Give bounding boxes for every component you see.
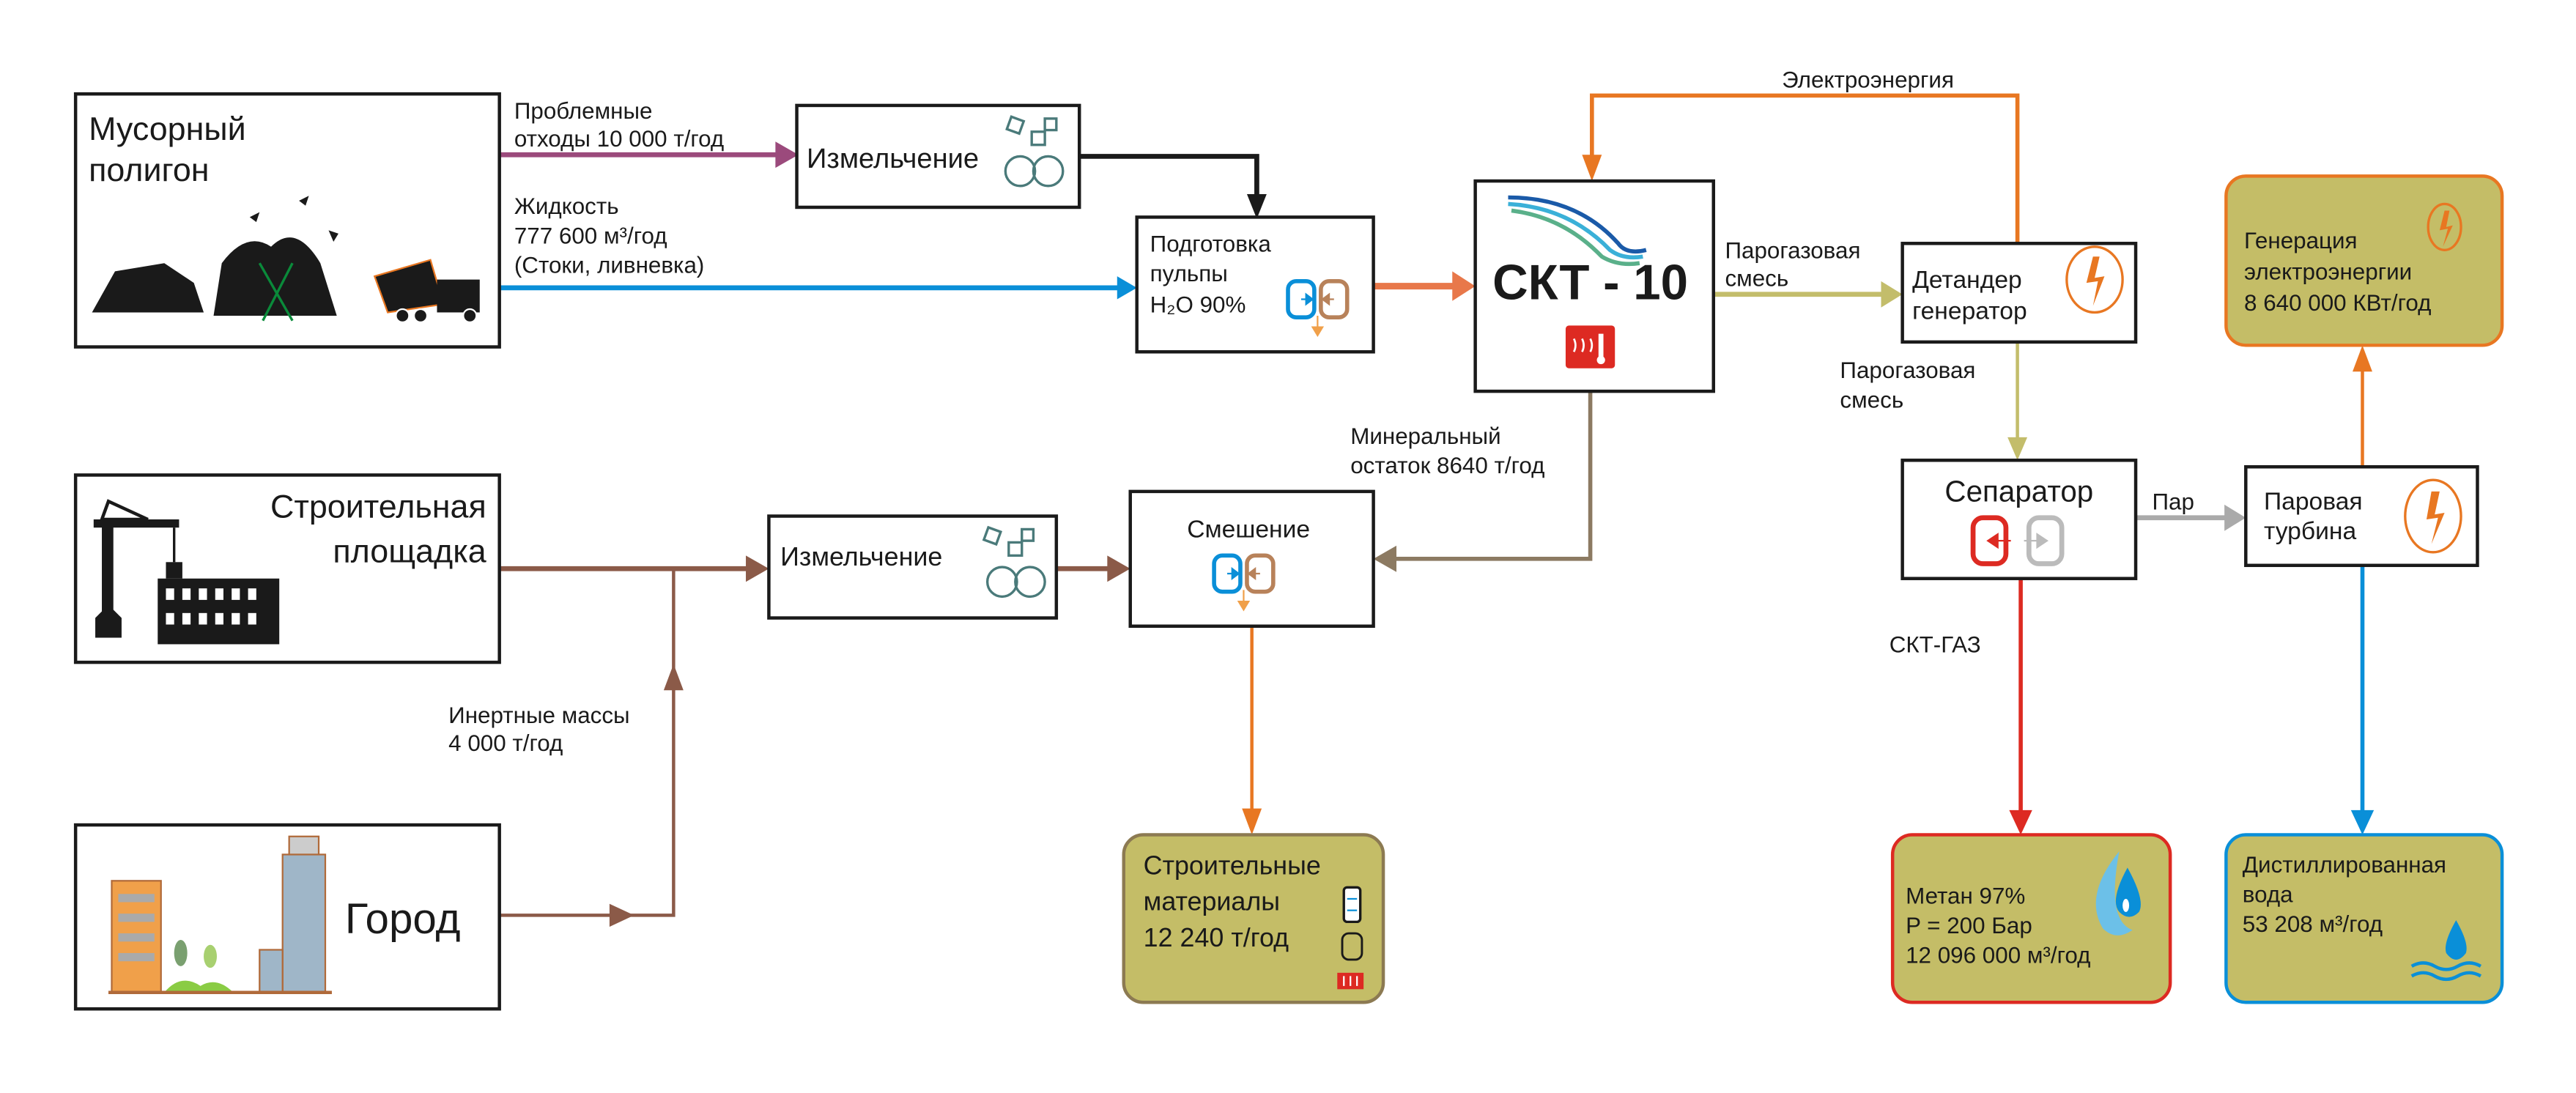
lightning-icon: [2065, 245, 2124, 314]
source-construction-site: Строительная площадка: [73, 473, 501, 664]
pulp-label-3: H₂O 90%: [1150, 292, 1246, 317]
liquid-label-2: 777 600 м³/год: [514, 223, 667, 248]
construction-title-2: площадка: [333, 532, 486, 569]
water-drop-icon: [2410, 920, 2482, 982]
inert-mass-label-2: 4 000 т/год: [448, 730, 563, 756]
water-label-2: вода: [2243, 881, 2293, 907]
gears-icon: [982, 525, 1046, 599]
water-label-1: Дистиллированная: [2243, 852, 2446, 878]
expander-label-2: генератор: [1912, 297, 2027, 325]
separation-icon: [1970, 515, 2065, 566]
steam-gas-label-2a: Парогазовая: [1840, 357, 1975, 383]
mix-icon: [1212, 553, 1276, 612]
steam-gas-label-2b: смесь: [1840, 388, 1903, 413]
heat-thermometer-icon: [1565, 325, 1615, 368]
process-skt-10: СКТ - 10: [1473, 179, 1716, 393]
materials-icons: [1337, 886, 1364, 990]
city-title: Город: [345, 895, 461, 943]
arrowhead: [2009, 809, 2032, 835]
process-expander-generator: Детандер генератор: [1900, 242, 2138, 344]
arrowhead: [746, 555, 769, 582]
arrowhead: [1881, 281, 1903, 308]
arrowhead: [1117, 276, 1137, 300]
mix-icon: [1286, 279, 1350, 338]
city-buildings-icon: [108, 835, 332, 995]
grinding-to-pulp-arrow: [1079, 154, 1259, 201]
arrowhead: [2007, 437, 2028, 461]
mixing-label: Смешение: [1187, 516, 1310, 544]
turbine-label-1: Паровая: [2264, 489, 2363, 516]
power-label-3: 8 640 000 КВт/год: [2244, 290, 2431, 316]
process-grinding-1: Измельчение: [795, 103, 1081, 210]
lightning-icon: [2427, 202, 2462, 251]
process-pulp-preparation: Подготовка пульпы H₂O 90%: [1135, 215, 1375, 354]
arrowhead: [1107, 555, 1130, 582]
product-building-materials: Строительные материалы 12 240 т/год: [1122, 833, 1385, 1004]
electricity-label: Электроэнергия: [1782, 67, 1954, 92]
skt-gas-label: СКТ-ГАЗ: [1890, 632, 1981, 658]
source-city: Город: [73, 823, 501, 1011]
process-steam-turbine: Паровая турбина: [2244, 465, 2479, 568]
source-landfill: Мусорный полигон: [73, 92, 501, 349]
steam-label: Пар: [2152, 489, 2194, 515]
arrowhead: [609, 903, 634, 927]
grinding-1-label: Измельчение: [807, 144, 979, 174]
arrowhead: [1246, 194, 1267, 219]
arrowhead: [2353, 345, 2372, 372]
arrowhead: [663, 664, 684, 691]
power-label-1: Генерация: [2244, 228, 2358, 253]
problem-waste-label-2: отходы 10 000 т/год: [514, 126, 724, 152]
skt-10-label: СКТ - 10: [1492, 256, 1688, 311]
problem-waste-label-1: Проблемные: [514, 98, 653, 124]
steam-gas-label-1a: Парогазовая: [1725, 237, 1860, 263]
mineral-residue-label-1: Минеральный: [1350, 423, 1500, 449]
landfill-title-1: Мусорный: [89, 110, 246, 147]
process-grinding-2: Измельчение: [767, 514, 1059, 620]
flow-lines: [499, 93, 2375, 927]
crane-icon: [93, 499, 280, 645]
power-label-2: электроэнергии: [2244, 259, 2412, 285]
product-methane: Метан 97% P = 200 Бар 12 096 000 м³/год: [1890, 833, 2172, 1004]
process-separator: Сепаратор: [1900, 459, 2138, 580]
arrowhead: [2350, 809, 2375, 835]
materials-label-3: 12 240 т/год: [1144, 923, 1289, 952]
methane-label-2: P = 200 Бар: [1906, 913, 2032, 938]
liquid-label-1: Жидкость: [514, 193, 619, 219]
separator-label: Сепаратор: [1944, 474, 2093, 508]
arrowhead: [1242, 808, 1262, 835]
methane-label-1: Метан 97%: [1906, 883, 2025, 909]
liquid-label-3: (Стоки, ливневка): [514, 253, 705, 278]
turbine-label-2: турбина: [2264, 518, 2357, 545]
arrowhead: [1373, 545, 1396, 572]
construction-title-1: Строительная: [270, 488, 486, 525]
mineral-residue-label-2: остаток 8640 т/год: [1350, 453, 1544, 478]
landfill-title-2: полигон: [89, 151, 209, 188]
arrowhead: [1452, 271, 1476, 301]
expander-label-1: Детандер: [1912, 267, 2022, 294]
water-label-3: 53 208 м³/год: [2243, 911, 2383, 937]
grinding-2-label: Измельчение: [780, 542, 942, 571]
garbage-truck-icon: [92, 196, 480, 324]
materials-label-2: материалы: [1144, 887, 1280, 916]
electricity-arrow: [1590, 93, 2020, 244]
pulp-label-2: пульпы: [1150, 261, 1228, 286]
inert-mass-label-1: Инертные массы: [448, 703, 629, 728]
arrowhead: [2224, 504, 2246, 531]
materials-label-1: Строительные: [1144, 851, 1321, 880]
arrowhead: [1582, 155, 1602, 182]
steam-gas-label-1b: смесь: [1725, 266, 1788, 292]
methane-label-3: 12 096 000 м³/год: [1906, 942, 2090, 968]
waves-logo-icon: [1508, 195, 1647, 267]
flow-labels: Проблемные отходы 10 000 т/год Жидкость …: [448, 67, 2194, 756]
lightning-icon: [2404, 478, 2462, 554]
gears-icon: [1004, 115, 1065, 188]
arrowhead: [775, 141, 799, 168]
product-distilled-water: Дистиллированная вода 53 208 м³/год: [2224, 833, 2504, 1004]
mineral-residue-arrow: [1393, 391, 1593, 561]
pulp-label-1: Подготовка: [1150, 231, 1272, 256]
process-mixing: Смешение: [1128, 489, 1375, 628]
product-power-generation: Генерация электроэнергии 8 640 000 КВт/г…: [2224, 174, 2504, 347]
gas-drop-icon: [2095, 851, 2141, 935]
